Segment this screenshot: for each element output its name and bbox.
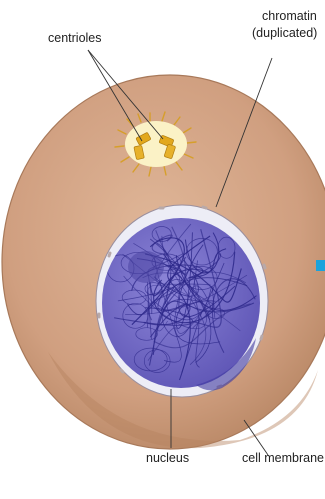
label-chromatin: chromatin bbox=[262, 9, 317, 23]
label-centrioles: centrioles bbox=[48, 31, 102, 45]
marker-square bbox=[316, 260, 325, 271]
label-nucleus: nucleus bbox=[146, 451, 189, 465]
label-cell-membrane: cell membrane bbox=[242, 451, 324, 465]
nucleus bbox=[96, 205, 268, 397]
label-chromatin-duplicated: (duplicated) bbox=[252, 26, 317, 40]
nucleolus bbox=[128, 251, 164, 283]
